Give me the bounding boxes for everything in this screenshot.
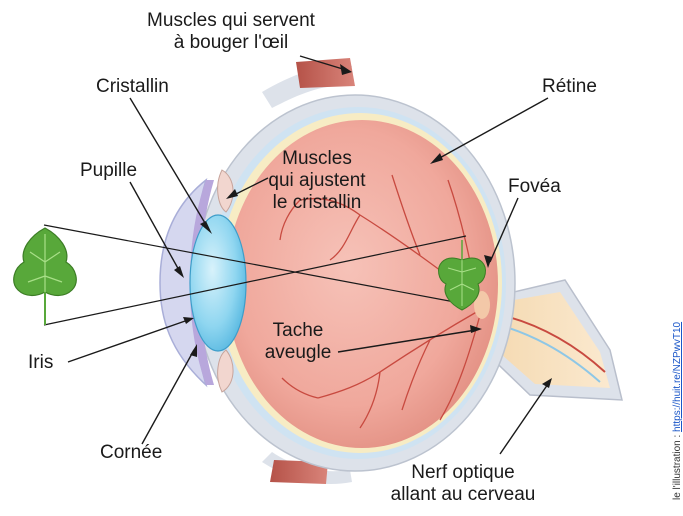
label-muscles-move: Muscles qui servent à bouger l'œil bbox=[126, 10, 336, 54]
lens bbox=[190, 215, 246, 351]
label-fovea: Fovéa bbox=[508, 176, 561, 198]
illustration-credit: le l'illustration : https://huit.re/NZPw… bbox=[672, 322, 683, 500]
arrow-retine bbox=[436, 98, 548, 160]
label-muscles-adjust-line1: Muscles bbox=[252, 148, 382, 170]
arrow-iris bbox=[68, 320, 188, 362]
credit-prefix: le l'illustration : bbox=[672, 432, 683, 500]
arrow-nerf bbox=[500, 384, 548, 454]
label-cristallin: Cristallin bbox=[96, 76, 169, 98]
label-retine: Rétine bbox=[542, 76, 597, 98]
label-muscles-adjust-line3: le cristallin bbox=[252, 192, 382, 214]
label-nerf-line2: allant au cerveau bbox=[368, 484, 558, 506]
arrow-cristallin bbox=[130, 98, 208, 228]
credit-link[interactable]: https://huit.re/NZPwvT10 bbox=[672, 322, 683, 432]
label-cornee: Cornée bbox=[100, 442, 162, 464]
label-iris: Iris bbox=[28, 352, 53, 374]
label-pupille: Pupille bbox=[80, 160, 137, 182]
label-tache-line1: Tache bbox=[252, 320, 344, 342]
label-muscles-move-line2: à bouger l'œil bbox=[126, 32, 336, 54]
label-nerf-line1: Nerf optique bbox=[368, 462, 558, 484]
label-tache-aveugle: Tache aveugle bbox=[252, 320, 344, 364]
label-muscles-move-line1: Muscles qui servent bbox=[126, 10, 336, 32]
leaf-object bbox=[14, 228, 77, 325]
label-tache-line2: aveugle bbox=[252, 342, 344, 364]
arrow-cornee bbox=[142, 350, 194, 444]
label-nerf-optique: Nerf optique allant au cerveau bbox=[368, 462, 558, 511]
label-muscles-adjust-line2: qui ajustent bbox=[252, 170, 382, 192]
label-muscles-adjust: Muscles qui ajustent le cristallin bbox=[252, 148, 382, 214]
